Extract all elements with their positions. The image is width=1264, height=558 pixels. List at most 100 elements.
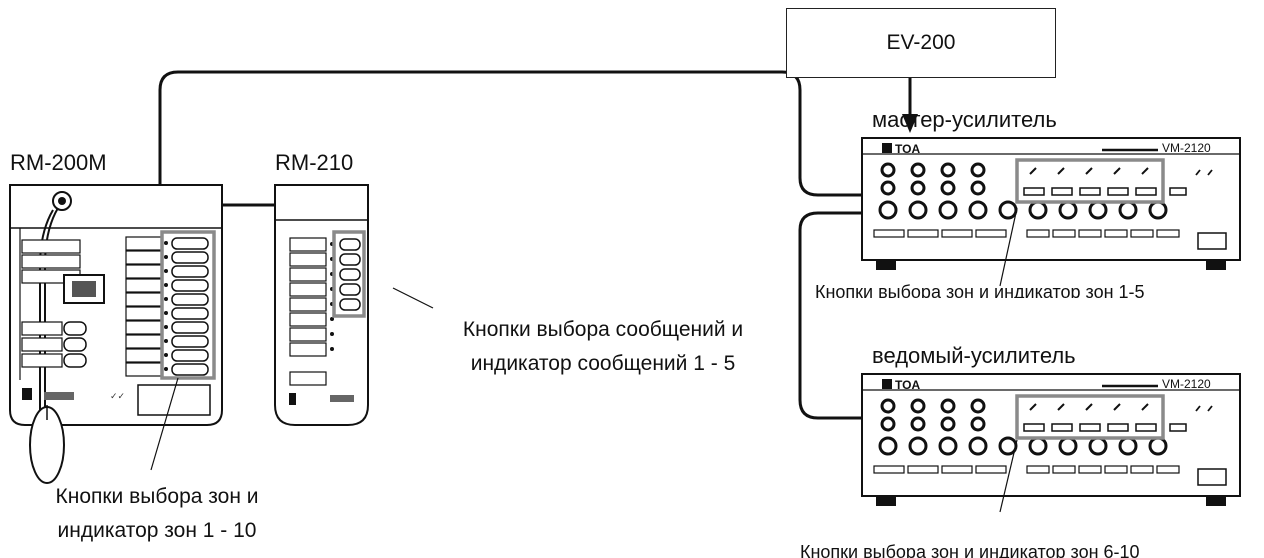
amp-zone-led bbox=[1085, 167, 1093, 175]
rm200m-zone-button bbox=[171, 237, 209, 250]
rm210-message-button bbox=[339, 268, 361, 281]
amp-zone-button bbox=[1051, 423, 1073, 432]
amp-knob bbox=[940, 162, 956, 178]
pointer-slave-zones bbox=[999, 439, 1018, 513]
rm210-message-button bbox=[339, 253, 361, 266]
rm-zones-caption-line1: Кнопки выбора зон и bbox=[55, 485, 259, 508]
rm200m-left-button bbox=[63, 353, 87, 368]
rm210-message-button bbox=[339, 238, 361, 251]
slave-amp-label: ведомый-усилитель bbox=[872, 343, 1076, 368]
rm200m-zone-led bbox=[164, 339, 168, 343]
amp-zone-led bbox=[1029, 167, 1037, 175]
amp-zone-button bbox=[1023, 423, 1045, 432]
rm210-label-row bbox=[289, 371, 327, 386]
rm200m-zone-label-row bbox=[125, 348, 163, 363]
amp-knob bbox=[878, 436, 898, 456]
rm210-label: RM-210 bbox=[275, 150, 354, 175]
amp-knob bbox=[970, 416, 986, 432]
rm210-label-row bbox=[289, 342, 327, 357]
master-zones-caption-text: Кнопки выбора зон и индикатор зон 1-5 bbox=[815, 282, 1145, 298]
rm210-label-row bbox=[289, 252, 327, 267]
rm200m-zone-button bbox=[171, 279, 209, 292]
amp-zone-led bbox=[1141, 167, 1149, 175]
rm210-message-highlight bbox=[332, 230, 366, 318]
amp-zone-button bbox=[1107, 423, 1129, 432]
amp-knob bbox=[880, 162, 896, 178]
slave-zones-caption: Кнопки выбора зон и индикатор зон 6-10 bbox=[800, 537, 1260, 558]
amp-zone-led bbox=[1029, 403, 1037, 411]
rm210-led bbox=[330, 347, 334, 351]
rm200m-zone-button bbox=[171, 251, 209, 264]
amp-knob bbox=[1058, 200, 1078, 220]
amp-logo-mark bbox=[882, 143, 892, 153]
rm210-led bbox=[330, 317, 334, 321]
rm200m-zone-label-row bbox=[125, 306, 163, 321]
rm200m-zone-led bbox=[164, 283, 168, 287]
rm200m-zone-highlight bbox=[160, 230, 216, 380]
rm-zones-caption: Кнопки выбора зон и индикатор зон 1 - 10 bbox=[12, 480, 302, 548]
rm210-label-row bbox=[289, 312, 327, 327]
amp-knob bbox=[878, 200, 898, 220]
ev-200-label: EV-200 bbox=[886, 31, 956, 54]
rm200m-zone-button bbox=[171, 307, 209, 320]
amp-knob bbox=[940, 180, 956, 196]
rm210-message-button bbox=[339, 298, 361, 311]
amp-knob bbox=[910, 398, 926, 414]
amp-zone-led bbox=[1113, 167, 1121, 175]
rm200m-left-row bbox=[21, 353, 63, 368]
amp-knob bbox=[998, 436, 1018, 456]
amp-knob bbox=[970, 180, 986, 196]
amp-foot bbox=[876, 260, 896, 270]
amp-knob bbox=[968, 200, 988, 220]
rm200m-zone-button bbox=[171, 349, 209, 362]
amp-zone-led bbox=[1113, 403, 1121, 411]
amp-brand: TOA bbox=[895, 142, 920, 156]
cable-rm200m-to-master bbox=[158, 70, 862, 197]
amp-foot bbox=[1206, 260, 1226, 270]
rm200m-zone-button bbox=[171, 293, 209, 306]
amp-knob bbox=[1148, 200, 1168, 220]
amp-brand: TOA bbox=[895, 378, 920, 392]
slave-zones-caption-text: Кнопки выбора зон и индикатор зон 6-10 bbox=[800, 542, 1140, 558]
messages-caption-line2: индикатор сообщений 1 - 5 bbox=[470, 352, 736, 375]
cable-master-to-slave bbox=[798, 211, 862, 420]
amp-zone-button bbox=[1023, 187, 1045, 196]
rm200m-selector bbox=[63, 274, 105, 304]
rm200m-zone-led bbox=[164, 297, 168, 301]
amp-knob bbox=[880, 416, 896, 432]
rm210-message-buttons bbox=[289, 237, 361, 386]
amp-foot bbox=[876, 496, 896, 506]
pointer-master-zones bbox=[999, 207, 1018, 287]
amp-knob bbox=[908, 436, 928, 456]
amp-power-switch bbox=[1197, 468, 1227, 486]
rm200m-zone-led bbox=[164, 353, 168, 357]
pointer-rm-zones bbox=[150, 377, 179, 471]
amp-knob bbox=[938, 436, 958, 456]
amp-knob bbox=[1118, 436, 1138, 456]
rm200m-zone-led bbox=[164, 255, 168, 259]
rm200m-left-row bbox=[21, 321, 63, 336]
amp-knob bbox=[1028, 436, 1048, 456]
rm210-led bbox=[330, 332, 334, 336]
rm200m-zone-led bbox=[164, 241, 168, 245]
rm200m-zone-button bbox=[171, 321, 209, 334]
amp-knob bbox=[968, 436, 988, 456]
rm200m-zone-button bbox=[171, 335, 209, 348]
rm210-label-row bbox=[289, 327, 327, 342]
rm210-label-row bbox=[289, 237, 327, 252]
amp-knob bbox=[1088, 200, 1108, 220]
rm200m-zone-label-row bbox=[125, 264, 163, 279]
rm200m-left-button bbox=[63, 321, 87, 336]
rm210-label-row bbox=[289, 282, 327, 297]
rm200m-zone-led bbox=[164, 325, 168, 329]
amp-zone-button bbox=[1107, 187, 1129, 196]
amp-chassis bbox=[861, 373, 1241, 497]
rm200m-device: ✓✓ bbox=[9, 184, 223, 484]
svg-text:✓✓: ✓✓ bbox=[110, 391, 125, 401]
ev-200-box: EV-200 bbox=[786, 8, 1056, 78]
rm200m-label: RM-200M bbox=[10, 150, 107, 175]
rm200m-zone-label-row bbox=[125, 278, 163, 293]
amp-foot bbox=[1206, 496, 1226, 506]
